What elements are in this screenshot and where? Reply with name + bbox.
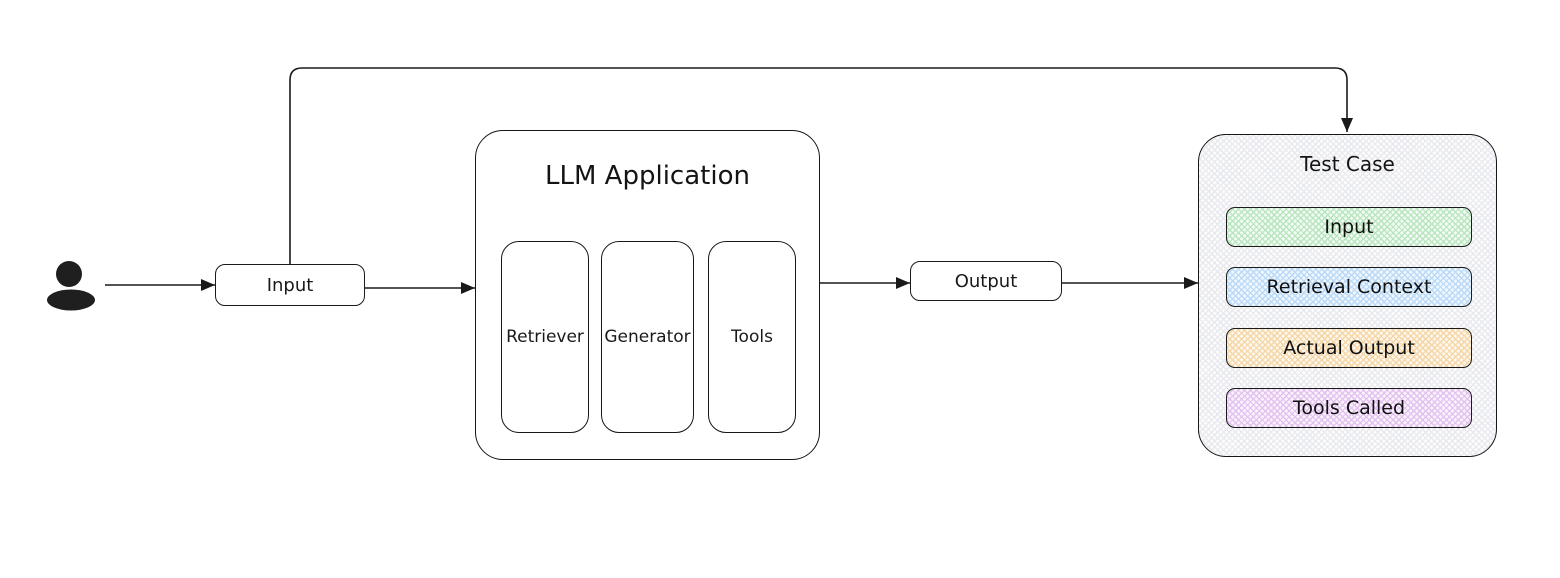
test-case-title: Test Case [1300, 152, 1395, 176]
node-output: Output [910, 261, 1062, 301]
field-actual-output: Actual Output [1226, 328, 1472, 368]
node-llm-application: LLM Application Retriever Generator Tool… [475, 130, 820, 460]
person-icon [45, 258, 97, 314]
field-actual-output-label: Actual Output [1283, 337, 1415, 359]
field-input: Input [1226, 207, 1472, 247]
field-tools-called: Tools Called [1226, 388, 1472, 428]
node-generator-label: Generator [604, 327, 691, 347]
field-tools-called-label: Tools Called [1292, 397, 1406, 419]
arrow-input-to-testcase-bypass [289, 67, 1353, 264]
field-retrieval-context-label: Retrieval Context [1266, 276, 1432, 298]
node-generator: Generator [601, 241, 694, 433]
node-input-label: Input [266, 274, 314, 296]
llm-application-title: LLM Application [545, 161, 750, 191]
node-input: Input [215, 264, 365, 306]
field-retrieval-context: Retrieval Context [1226, 267, 1472, 307]
node-retriever: Retriever [501, 241, 589, 433]
node-retriever-label: Retriever [506, 327, 584, 347]
node-tools: Tools [708, 241, 796, 433]
node-tools-label: Tools [731, 327, 773, 347]
node-output-label: Output [954, 270, 1018, 292]
field-input-label: Input [1324, 216, 1374, 238]
node-test-case: Test Case Input Retrieval Context Actual… [1198, 134, 1497, 457]
